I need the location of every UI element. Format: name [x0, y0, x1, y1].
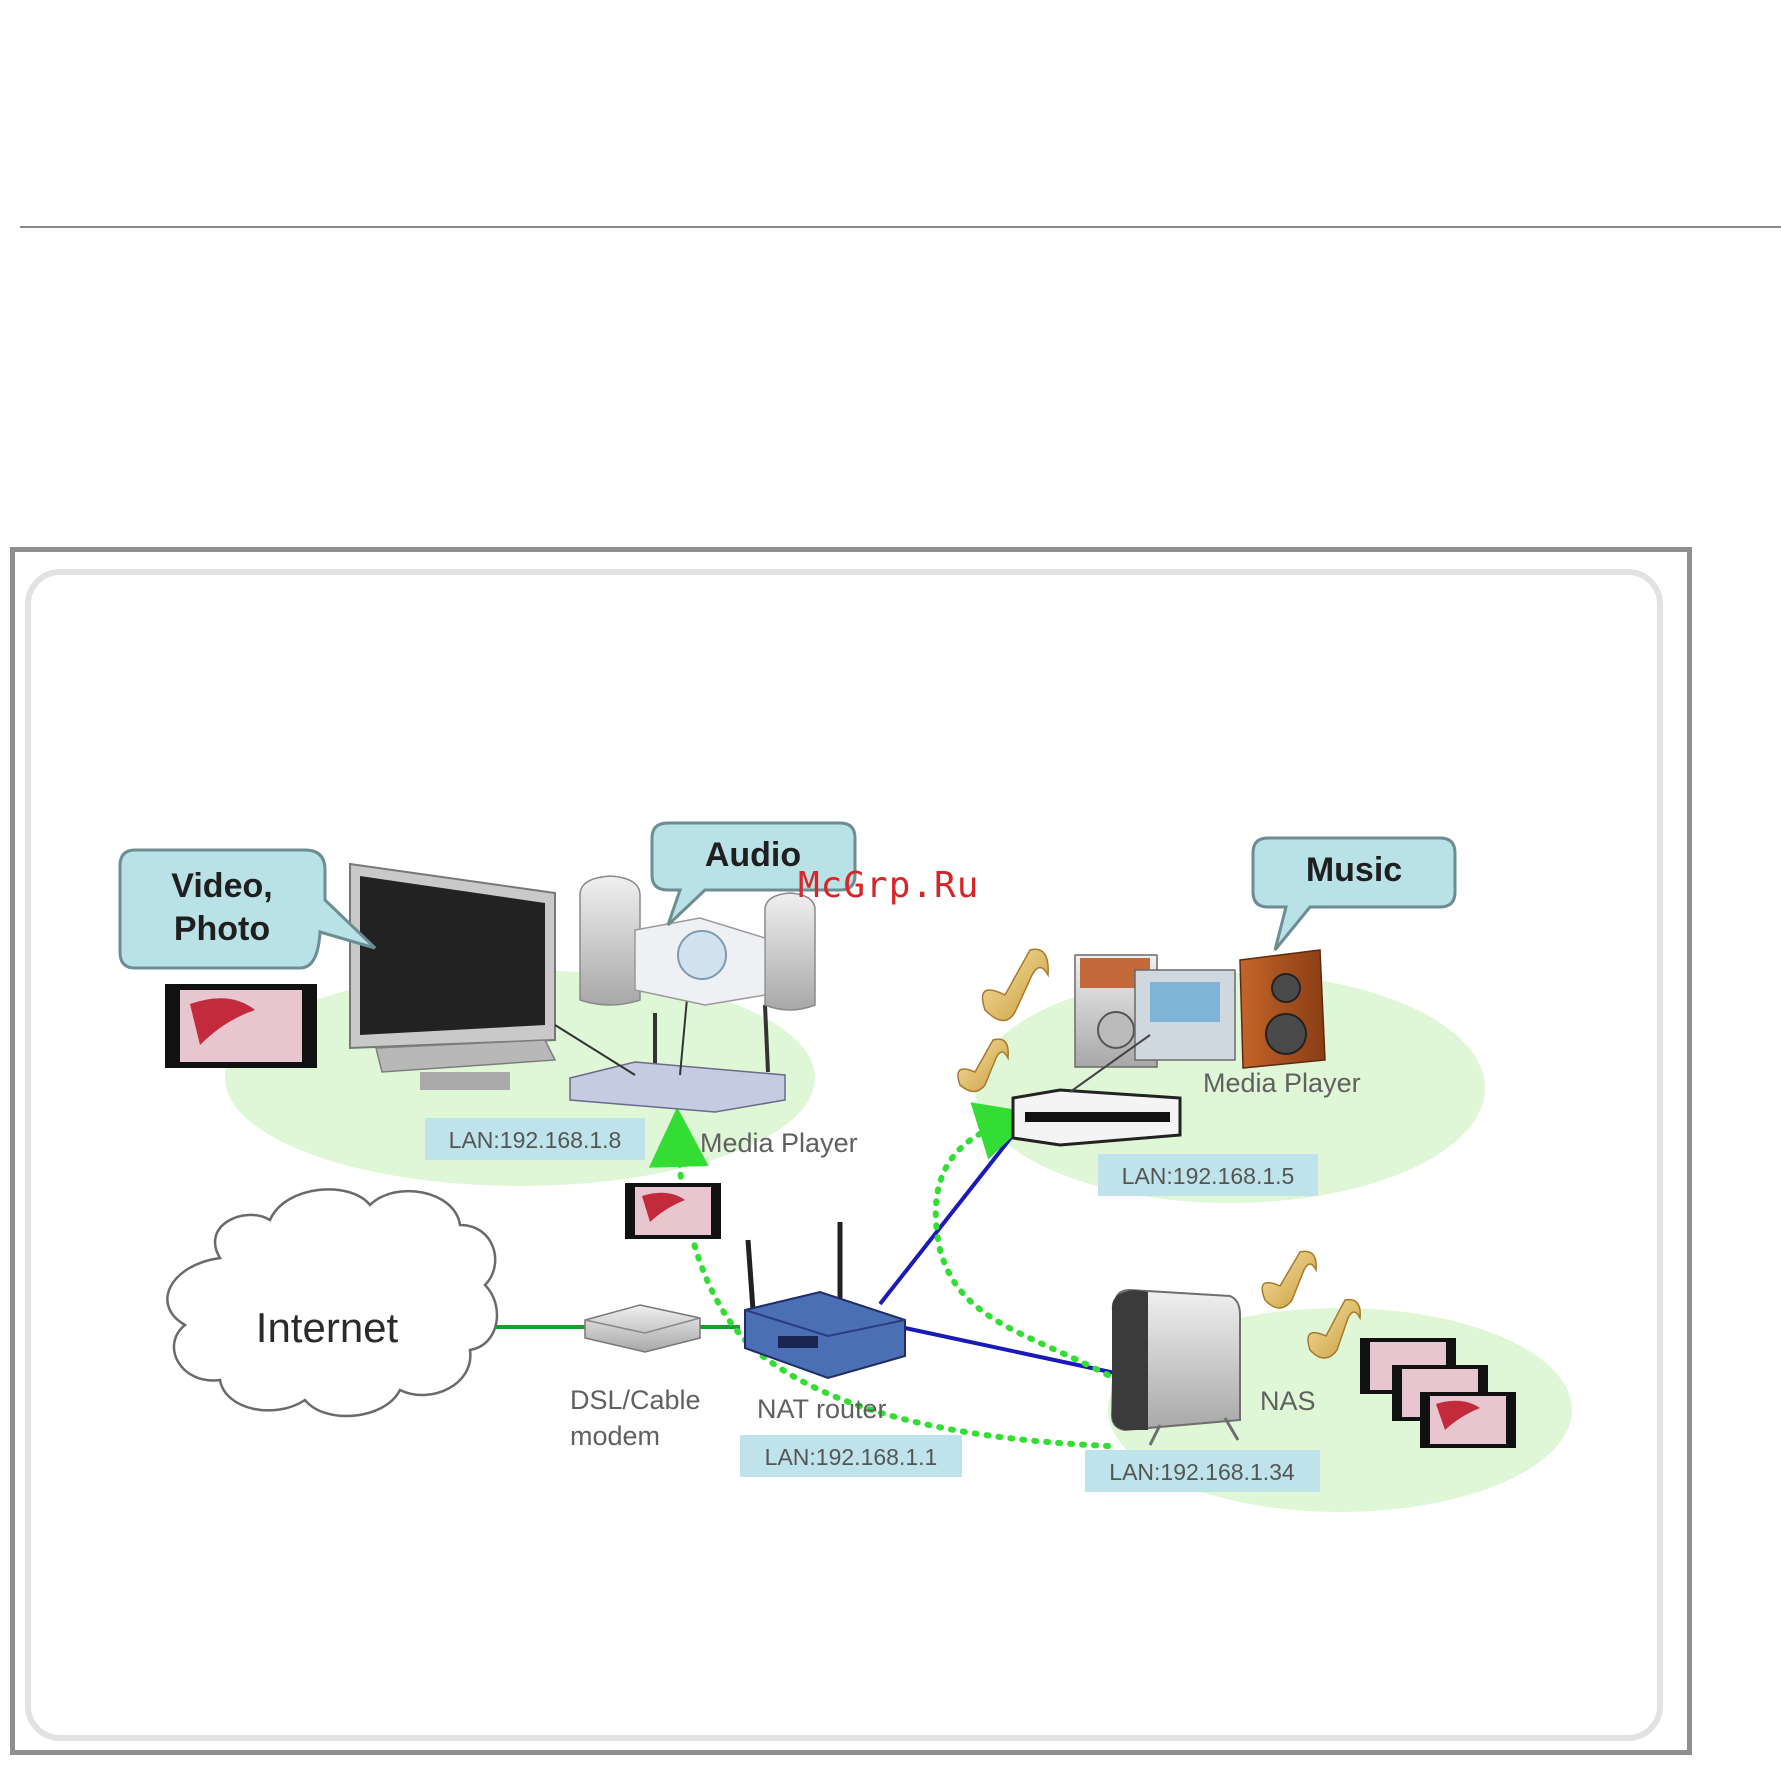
nat-router-icon: [744, 1222, 906, 1380]
media-player-right-icon: [1011, 1034, 1182, 1147]
internet-label: Internet: [256, 1304, 399, 1351]
lan-box-right-player: [1098, 1154, 1318, 1196]
modem-label-line2: modem: [570, 1421, 660, 1451]
router-label: NAT router: [757, 1394, 887, 1424]
nas-label: NAS: [1260, 1386, 1316, 1416]
media-player-left-label: Media Player: [700, 1128, 858, 1158]
nas-icon: [1110, 1288, 1241, 1446]
lan-left-player-text: LAN:192.168.1.8: [449, 1127, 622, 1153]
header-divider: [20, 226, 1781, 228]
lan-box-left-player: [425, 1118, 645, 1160]
film-strip-icon: [165, 984, 317, 1068]
lan-router-text: LAN:192.168.1.1: [765, 1444, 938, 1470]
lan-box-nas: [1085, 1450, 1320, 1492]
link-router-player: [878, 1133, 1015, 1306]
media-player-left-icon: [554, 965, 786, 1113]
lan-box-router: [740, 1435, 962, 1477]
bubble-music-text: Music: [1306, 851, 1402, 889]
bubble-video-text-2: Photo: [174, 910, 270, 948]
bubble-music: Music: [1251, 836, 1457, 951]
hifi-speakers-icon: [579, 875, 816, 1011]
link-router-nas: [904, 1326, 1116, 1375]
tv-icon: [349, 862, 557, 1090]
bubble-audio: Audio: [650, 821, 857, 927]
media-player-right-label: Media Player: [1203, 1068, 1361, 1098]
stereo-system-icon: [1074, 949, 1326, 1069]
modem-label-line1: DSL/Cable: [570, 1385, 701, 1415]
watermark: McGrp.Ru: [798, 865, 979, 906]
music-note-icon: [957, 948, 1361, 1359]
lan-right-player-text: LAN:192.168.1.5: [1122, 1163, 1295, 1189]
dsl-modem-icon: [584, 1304, 701, 1353]
bubble-video-photo: Video, Photo: [118, 848, 377, 970]
stream-to-left-player: [648, 1107, 1111, 1449]
lan-nas-text: LAN:192.168.1.34: [1109, 1459, 1295, 1485]
bubble-audio-text: Audio: [705, 836, 801, 874]
bubble-video-text-1: Video,: [171, 867, 272, 905]
internet-cloud-icon: [166, 1188, 499, 1418]
film-stack-icon: [1360, 1338, 1516, 1448]
stream-to-right-player: [932, 1102, 1111, 1378]
film-strip-small-icon: [625, 1183, 721, 1239]
